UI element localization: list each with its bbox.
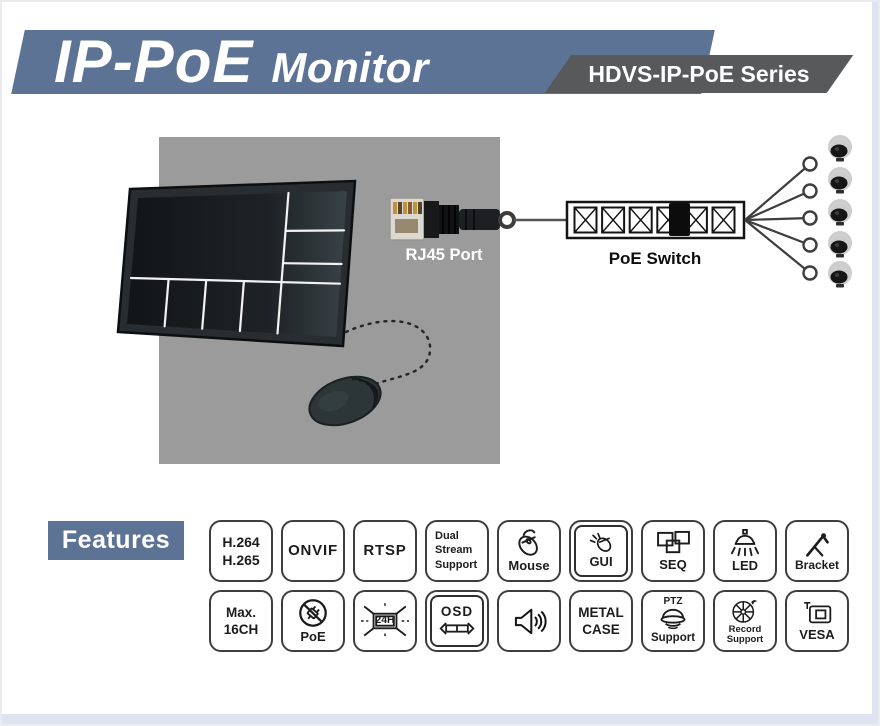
- poe-switch-label: PoE Switch: [609, 249, 702, 268]
- plug-in-port-icon: [669, 203, 690, 236]
- feature-rtsp: RTSP: [353, 520, 417, 582]
- led-light-icon: [730, 528, 760, 558]
- feature-h24: 24H: [353, 590, 417, 652]
- camera-link-line: [744, 218, 811, 247]
- feature-gui: GUI: [569, 520, 633, 582]
- connector-node-icon: [802, 183, 818, 199]
- feature-label: SEQ: [659, 556, 687, 572]
- monitor-graphic: [116, 179, 357, 348]
- camera-link-line: [744, 189, 811, 222]
- series-badge-label: HDVS-IP-PoE Series: [588, 60, 810, 87]
- poe-power-icon: [297, 597, 329, 629]
- page-edge-bottom: [2, 714, 878, 724]
- gui-click-icon: [588, 532, 615, 554]
- feature-ptz: PTZ Support: [641, 590, 705, 652]
- ip-camera-icon: [828, 231, 852, 258]
- vesa-mount-icon: [801, 600, 833, 627]
- feature-vesa: VESA: [785, 590, 849, 652]
- feature-text-line: Support: [435, 558, 478, 571]
- rj45-connector-icon: [389, 197, 500, 241]
- feature-text-line: METAL: [578, 604, 624, 620]
- record-reel-icon: [730, 598, 760, 626]
- switch-port-row: [573, 206, 736, 234]
- feature-label: LED: [732, 558, 758, 574]
- feature-poe: PoE: [281, 590, 345, 652]
- feature-text-line: RTSP: [363, 542, 407, 560]
- rj45-port-icon: [573, 206, 598, 234]
- feature-text-line: H.265: [222, 551, 260, 568]
- ip-camera-icon: [828, 135, 852, 162]
- feature-text-line: CASE: [582, 621, 620, 637]
- poe-switch-graphic: [565, 200, 746, 240]
- feature-record: Record Support: [713, 590, 777, 652]
- speaker-icon: [511, 607, 548, 636]
- rj45-port-icon: [711, 206, 736, 234]
- camera-link-line: [744, 219, 811, 274]
- feature-onvif: ONVIF: [281, 520, 345, 582]
- feature-label: 24H: [375, 613, 395, 626]
- ip-camera-icon: [828, 167, 852, 194]
- feature-max16ch: Max.16CH: [209, 590, 273, 652]
- feature-bracket: Bracket: [785, 520, 849, 582]
- feature-text-line: Stream: [435, 544, 473, 557]
- connector-node-icon: [802, 237, 818, 253]
- connector-node-icon: [802, 210, 818, 226]
- feature-label: GUI: [589, 554, 613, 570]
- rj45-port-icon: [628, 206, 653, 234]
- feature-text-line: Max.: [225, 604, 256, 620]
- feature-label: Record Support: [726, 623, 764, 645]
- feature-seq: SEQ: [641, 520, 705, 582]
- display-24h-icon: [360, 602, 410, 640]
- page-title: IP-PoE: [54, 28, 254, 95]
- feature-osd: OSD: [425, 590, 489, 652]
- feature-speaker: [497, 590, 561, 652]
- feature-label: PoE: [300, 629, 326, 645]
- mouse-cable: [344, 319, 432, 386]
- bracket-mount-icon: [803, 530, 831, 558]
- ptz-dome-icon: [656, 607, 690, 631]
- connection-diagram: RJ45 Port PoE Switch: [116, 135, 852, 427]
- rj45-port-label: RJ45 Port: [405, 246, 483, 264]
- rj45-port-icon: [601, 206, 626, 234]
- multichannel-grid-lines: [129, 191, 346, 335]
- inner-frame: GUI: [574, 525, 628, 577]
- feature-label: Mouse: [508, 558, 550, 574]
- inner-frame: OSD: [430, 595, 484, 647]
- mouse-icon: [513, 528, 545, 558]
- feature-mouse: Mouse: [497, 520, 561, 582]
- camera-link-line: [744, 216, 811, 222]
- feature-text-line: 16CH: [223, 621, 259, 637]
- feature-text-line: Dual: [435, 530, 459, 543]
- osd-slider-icon: [438, 620, 476, 637]
- page-edge-right: [872, 2, 878, 724]
- feature-label: OSD: [440, 603, 474, 619]
- page-subtitle: Monitor: [271, 44, 429, 91]
- ip-camera-icon: [828, 261, 852, 288]
- ip-camera-icon: [828, 199, 852, 226]
- cable-ring-icon: [498, 211, 516, 229]
- feature-label: Support: [650, 632, 696, 645]
- feature-led: LED: [713, 520, 777, 582]
- feature-top-label: PTZ: [663, 596, 683, 608]
- header: IP-PoE Monitor: [54, 30, 429, 94]
- feature-text-line: ONVIF: [288, 542, 338, 560]
- connector-node-icon: [802, 265, 818, 281]
- feature-label: VESA: [799, 626, 835, 642]
- connector-node-icon: [802, 156, 818, 172]
- features-heading: Features: [48, 521, 184, 560]
- mouse-graphic: [308, 375, 382, 427]
- feature-text-line: H.264: [222, 533, 260, 550]
- seq-windows-icon: [656, 530, 691, 557]
- camera-link-line: [744, 163, 811, 221]
- feature-label: Bracket: [794, 557, 840, 572]
- camera-fan: [744, 135, 852, 288]
